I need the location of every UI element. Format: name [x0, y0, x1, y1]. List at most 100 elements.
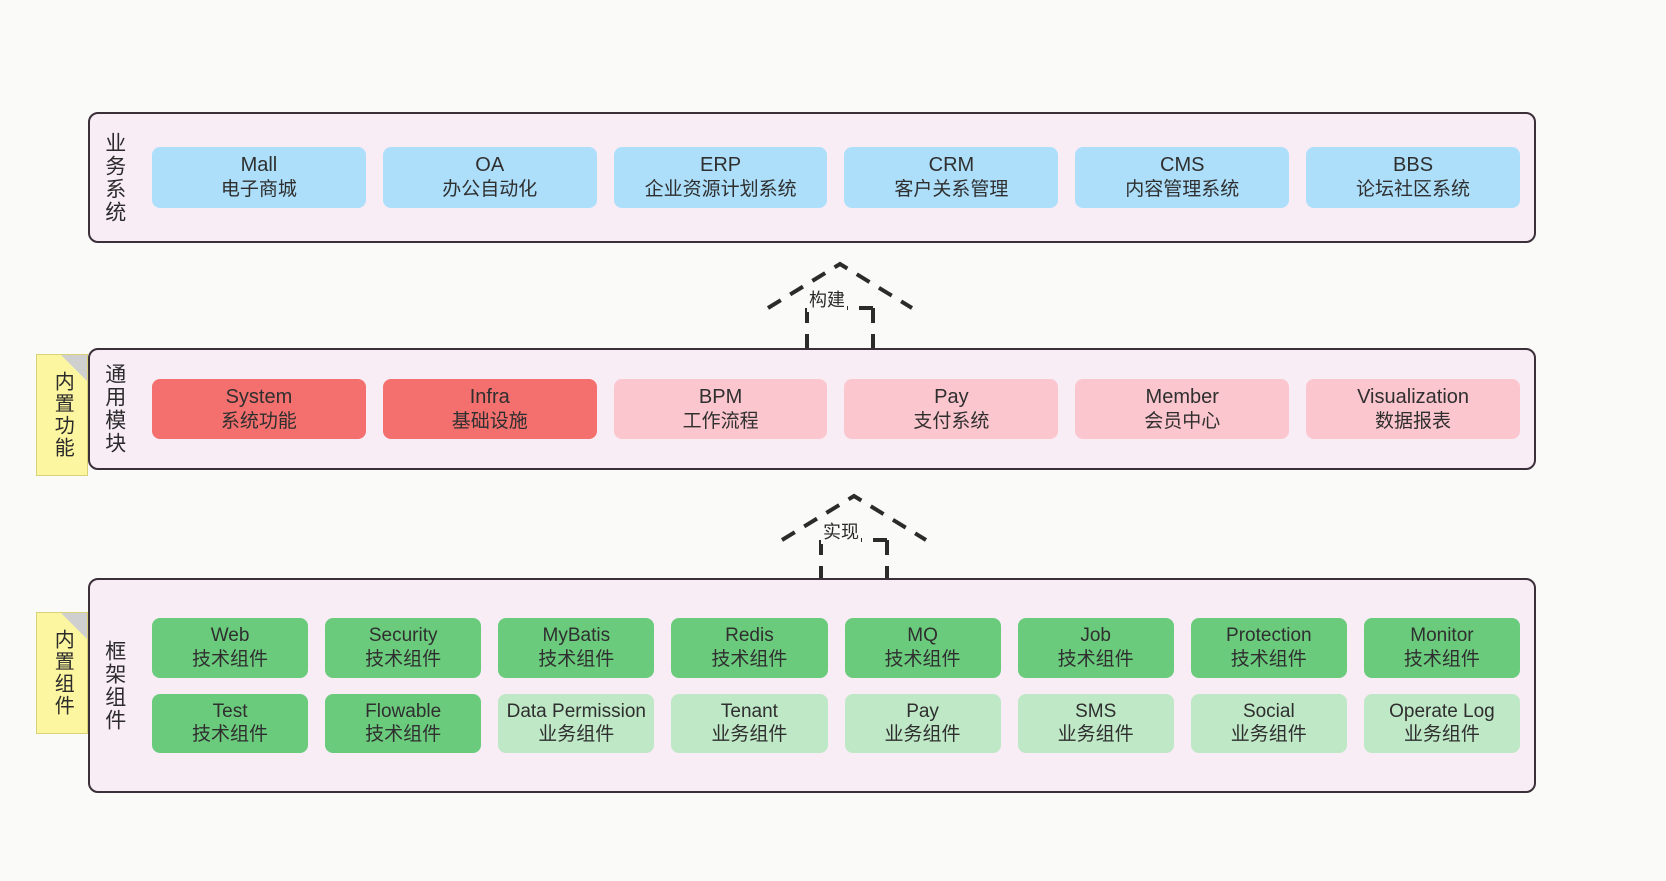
layer-framework-components-title: 框架组件 — [102, 639, 126, 732]
card-tenant-subtitle: 业务组件 — [711, 724, 788, 746]
card-visualization-title: Visualization — [1357, 385, 1470, 408]
card-social-subtitle: 业务组件 — [1230, 724, 1307, 746]
card-pay-module[interactable]: Pay 支付系统 — [844, 378, 1059, 440]
card-social[interactable]: Social 业务组件 — [1190, 693, 1347, 753]
framework-tech-row: Web 技术组件 Security 技术组件 MyBatis 技术组件 Redi… — [152, 618, 1520, 678]
layer-framework-components: 框架组件 Web 技术组件 Security 技术组件 MyBatis 技术组件… — [88, 578, 1536, 793]
card-erp[interactable]: ERP 企业资源计划系统 — [613, 147, 828, 208]
card-cms-subtitle: 内容管理系统 — [1125, 179, 1240, 201]
card-mall-title: Mall — [240, 154, 278, 177]
card-bpm-subtitle: 工作流程 — [682, 410, 759, 432]
card-mq-subtitle: 技术组件 — [884, 648, 961, 670]
card-protection-title: Protection — [1226, 625, 1312, 646]
card-member-subtitle: 会员中心 — [1144, 410, 1221, 432]
tag-builtin-functions: 内置功能 — [36, 354, 88, 476]
card-system-title: System — [225, 385, 293, 408]
card-monitor-title: Monitor — [1410, 625, 1474, 646]
card-cms-title: CMS — [1160, 154, 1205, 177]
card-sms-title: SMS — [1075, 700, 1117, 722]
card-crm-subtitle: 客户关系管理 — [894, 179, 1009, 201]
card-operate-log-subtitle: 业务组件 — [1403, 724, 1480, 746]
card-security-title: Security — [368, 625, 438, 646]
card-test[interactable]: Test 技术组件 — [152, 693, 309, 753]
card-social-title: Social — [1242, 700, 1295, 722]
layer-business-systems-body: Mall 电子商城 OA 办公自动化 ERP 企业资源计划系统 CRM 客户关系… — [138, 114, 1534, 241]
business-systems-row: Mall 电子商城 OA 办公自动化 ERP 企业资源计划系统 CRM 客户关系… — [152, 147, 1520, 208]
card-oa-title: OA — [475, 154, 505, 177]
card-protection[interactable]: Protection 技术组件 — [1190, 618, 1347, 678]
card-mall-subtitle: 电子商城 — [220, 179, 297, 201]
card-visualization[interactable]: Visualization 数据报表 — [1306, 378, 1520, 440]
folded-corner-icon — [61, 613, 87, 639]
card-mybatis-title: MyBatis — [542, 625, 611, 646]
card-web-subtitle: 技术组件 — [192, 648, 269, 670]
connector-implement: 实现 — [774, 490, 934, 582]
card-mall[interactable]: Mall 电子商城 — [152, 147, 366, 208]
card-infra[interactable]: Infra 基础设施 — [382, 378, 597, 440]
implement-shaft-icon — [819, 538, 889, 582]
layer-common-modules-title: 通用模块 — [102, 363, 126, 455]
card-infra-title: Infra — [469, 385, 510, 408]
card-job-subtitle: 技术组件 — [1057, 648, 1134, 670]
common-modules-row: System 系统功能 Infra 基础设施 BPM 工作流程 Pay 支付系统… — [152, 378, 1520, 440]
card-visualization-subtitle: 数据报表 — [1375, 410, 1452, 432]
framework-business-row: Test 技术组件 Flowable 技术组件 Data Permission … — [152, 693, 1520, 753]
card-oa-subtitle: 办公自动化 — [442, 179, 538, 201]
card-pay-module-title: Pay — [934, 385, 969, 408]
card-data-permission[interactable]: Data Permission 业务组件 — [498, 693, 655, 753]
card-mybatis-subtitle: 技术组件 — [538, 648, 615, 670]
card-redis[interactable]: Redis 技术组件 — [671, 618, 828, 678]
card-system[interactable]: System 系统功能 — [152, 378, 366, 440]
card-flowable-subtitle: 技术组件 — [365, 724, 442, 746]
card-mq[interactable]: MQ 技术组件 — [844, 618, 1001, 678]
connector-build: 构建 — [760, 258, 920, 350]
card-web-title: Web — [210, 625, 250, 646]
card-monitor[interactable]: Monitor 技术组件 — [1363, 618, 1520, 678]
implement-arrowhead-icon — [780, 493, 928, 542]
card-pay-module-subtitle: 支付系统 — [913, 410, 990, 432]
card-bbs-title: BBS — [1393, 154, 1434, 177]
layer-business-systems-title: 业务系统 — [102, 131, 126, 224]
build-shaft-icon — [805, 306, 875, 350]
card-web[interactable]: Web 技术组件 — [152, 618, 309, 678]
tag-builtin-components-label: 内置组件 — [51, 629, 74, 717]
card-job[interactable]: Job 技术组件 — [1017, 618, 1174, 678]
layer-business-systems: 业务系统 Mall 电子商城 OA 办公自动化 ERP 企业资源计划系统 CRM… — [88, 112, 1536, 243]
card-pay-component[interactable]: Pay 业务组件 — [844, 693, 1001, 753]
layer-common-modules-body: System 系统功能 Infra 基础设施 BPM 工作流程 Pay 支付系统… — [138, 350, 1534, 468]
card-cms[interactable]: CMS 内容管理系统 — [1075, 147, 1290, 208]
card-job-title: Job — [1080, 625, 1111, 646]
card-bbs[interactable]: BBS 论坛社区系统 — [1306, 147, 1520, 208]
card-crm-title: CRM — [928, 154, 975, 177]
card-sms-subtitle: 业务组件 — [1057, 724, 1134, 746]
card-member[interactable]: Member 会员中心 — [1075, 378, 1290, 440]
card-flowable-title: Flowable — [365, 700, 442, 722]
card-data-permission-subtitle: 业务组件 — [538, 724, 615, 746]
card-erp-subtitle: 企业资源计划系统 — [644, 179, 797, 201]
card-mq-title: MQ — [907, 625, 938, 646]
card-test-title: Test — [212, 700, 248, 722]
card-redis-title: Redis — [725, 625, 774, 646]
card-bpm-title: BPM — [698, 385, 743, 408]
card-security[interactable]: Security 技术组件 — [325, 618, 482, 678]
card-crm[interactable]: CRM 客户关系管理 — [844, 147, 1059, 208]
card-system-subtitle: 系统功能 — [220, 410, 297, 432]
tag-builtin-components: 内置组件 — [36, 612, 88, 734]
card-erp-title: ERP — [700, 154, 742, 177]
card-mybatis[interactable]: MyBatis 技术组件 — [498, 618, 655, 678]
card-flowable[interactable]: Flowable 技术组件 — [325, 693, 482, 753]
card-tenant[interactable]: Tenant 业务组件 — [671, 693, 828, 753]
connector-implement-label: 实现 — [821, 518, 861, 544]
card-member-title: Member — [1145, 385, 1219, 408]
card-oa[interactable]: OA 办公自动化 — [382, 147, 597, 208]
card-bpm[interactable]: BPM 工作流程 — [613, 378, 828, 440]
card-tenant-title: Tenant — [720, 700, 778, 722]
layer-common-modules: 通用模块 System 系统功能 Infra 基础设施 BPM 工作流程 Pay… — [88, 348, 1536, 470]
folded-corner-icon — [61, 355, 87, 381]
card-monitor-subtitle: 技术组件 — [1403, 648, 1480, 670]
card-operate-log[interactable]: Operate Log 业务组件 — [1363, 693, 1520, 753]
card-test-subtitle: 技术组件 — [192, 724, 269, 746]
build-arrowhead-icon — [766, 261, 914, 310]
layer-framework-components-body: Web 技术组件 Security 技术组件 MyBatis 技术组件 Redi… — [138, 580, 1534, 791]
card-sms[interactable]: SMS 业务组件 — [1017, 693, 1174, 753]
